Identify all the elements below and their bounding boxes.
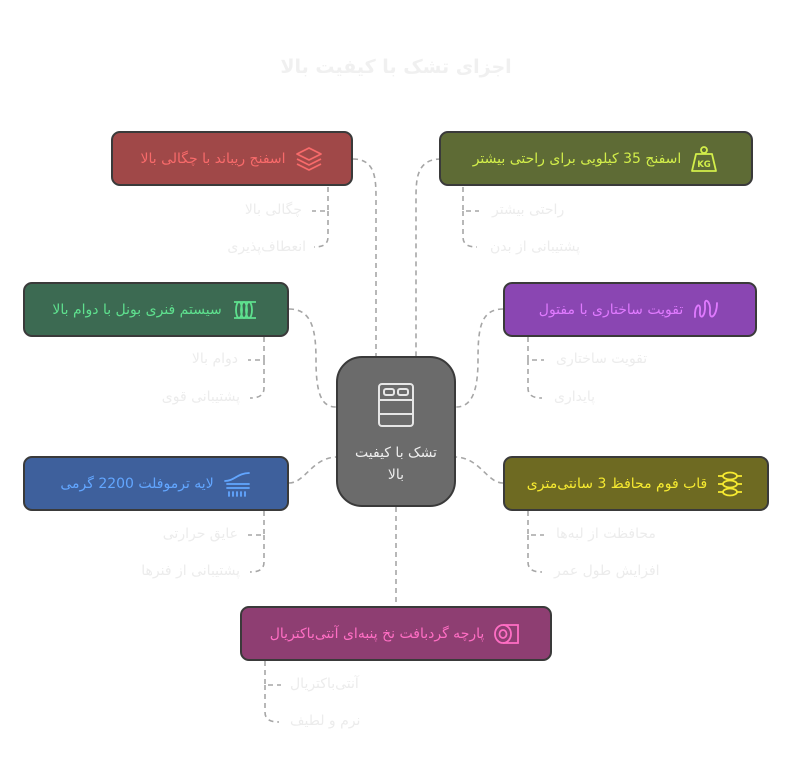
node-label: اسفنج 35 کیلویی برای راحتی بیشتر — [472, 150, 682, 167]
node-foam-frame: قاب فوم محافظ 3 سانتی‌متری — [503, 456, 769, 511]
center-node: تشک با کیفیت بالا — [336, 356, 456, 507]
leaf-connector-6b — [527, 535, 543, 573]
leaf-strong-support: پشتیبانی قوی — [161, 389, 240, 405]
connector-node-5 — [288, 456, 337, 484]
leaf-connector-2a — [462, 187, 479, 212]
node-wire-reinforcement: تقویت ساختاری با مفتول — [503, 282, 757, 337]
leaf-thermal-insulation: عایق حرارتی — [162, 526, 238, 542]
node-antibacterial-fabric: پارچه گردبافت نخ پنبه‌ای آنتی‌باکتریال — [240, 606, 552, 661]
leaf-connector-3b — [249, 360, 265, 399]
node-thermofelt-layer: لایه ترموفلت 2200 گرمی — [23, 456, 289, 511]
connector-node-2 — [415, 158, 442, 356]
node-label: سیستم فنری بونل با دوام بالا — [52, 301, 222, 318]
leaf-connector-4a — [527, 337, 544, 361]
wire-spring-icon — [694, 299, 719, 318]
node-label: قاب فوم محافظ 3 سانتی‌متری — [526, 475, 708, 492]
connector-node-1 — [352, 158, 377, 356]
connector-node-4 — [455, 308, 504, 408]
leaf-high-durability: دوام بالا — [191, 351, 238, 367]
leaf-connector-7a — [264, 661, 281, 686]
center-label: تشک با کیفیت بالا — [355, 445, 437, 483]
leaf-stability: پایداری — [554, 389, 596, 405]
diagram-title: اجزای تشک با کیفیت بالا — [280, 56, 512, 78]
leaf-connector-1b — [313, 211, 329, 248]
node-35kg-foam: KG اسفنج 35 کیلویی برای راحتی بیشتر — [439, 131, 753, 186]
leaf-connector-3a — [248, 337, 265, 361]
bed-icon — [378, 383, 414, 427]
leaf-connector-5a — [248, 511, 265, 536]
leaf-connector-5b — [249, 535, 265, 573]
thermal-layer-icon — [223, 471, 250, 497]
foam-frame-icon — [718, 471, 743, 496]
fabric-roll-icon — [494, 623, 520, 644]
leaf-soft-and-gentle: نرم و لطیف — [290, 713, 361, 729]
leaf-connector-6a — [527, 511, 544, 536]
node-label: پارچه گردبافت نخ پنبه‌ای آنتی‌باکتریال — [269, 625, 485, 642]
leaf-connector-4b — [527, 360, 543, 399]
layers-icon — [295, 146, 322, 171]
leaf-connector-2b — [462, 211, 478, 248]
spring-coil-icon — [233, 300, 256, 319]
node-label: لایه ترموفلت 2200 گرمی — [60, 475, 214, 492]
leaf-flexibility: انعطاف‌پذیری — [227, 239, 306, 255]
leaf-antibacterial: آنتی‌باکتریال — [290, 676, 359, 692]
leaf-body-support: پشتیبانی از بدن — [490, 239, 580, 255]
weight-kg-icon: KG — [691, 145, 718, 172]
leaf-spring-support: پشتیبانی از فنرها — [141, 563, 240, 579]
leaf-structural-reinforcement: تقویت ساختاری — [556, 351, 648, 367]
leaf-high-density: چگالی بالا — [244, 202, 302, 218]
connector-node-6 — [455, 456, 504, 484]
connector-node-3 — [288, 308, 337, 408]
node-bonnell-spring: سیستم فنری بونل با دوام بالا — [23, 282, 289, 337]
node-label: تقویت ساختاری با مفتول — [538, 301, 684, 318]
leaf-longer-life: افزایش طول عمر — [554, 563, 660, 579]
svg-text:KG: KG — [698, 160, 712, 170]
leaf-connector-7b — [264, 685, 280, 723]
leaf-more-comfort: راحتی بیشتر — [492, 202, 565, 218]
node-high-density-foam: اسفنج ریباند با چگالی بالا — [111, 131, 353, 186]
node-label: اسفنج ریباند با چگالی بالا — [140, 150, 286, 167]
leaf-connector-1a — [312, 187, 329, 212]
leaf-edge-protection: محافظت از لبه‌ها — [556, 526, 656, 542]
